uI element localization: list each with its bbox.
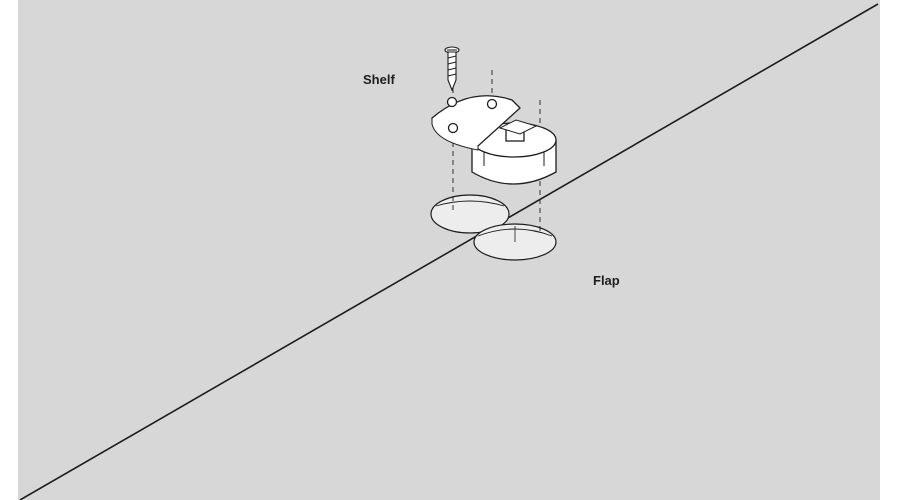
shelf-label: Shelf xyxy=(363,72,395,87)
right-frame xyxy=(880,0,900,500)
left-frame xyxy=(0,0,18,500)
shelf-fitting-plate xyxy=(431,95,521,151)
shelf-hole xyxy=(430,194,510,234)
flap-label: Flap xyxy=(593,273,620,288)
shelf-flap-joint-line xyxy=(19,3,879,500)
flap-hole xyxy=(473,223,557,261)
screw-icon xyxy=(444,46,460,92)
flap-fitting xyxy=(471,119,557,185)
